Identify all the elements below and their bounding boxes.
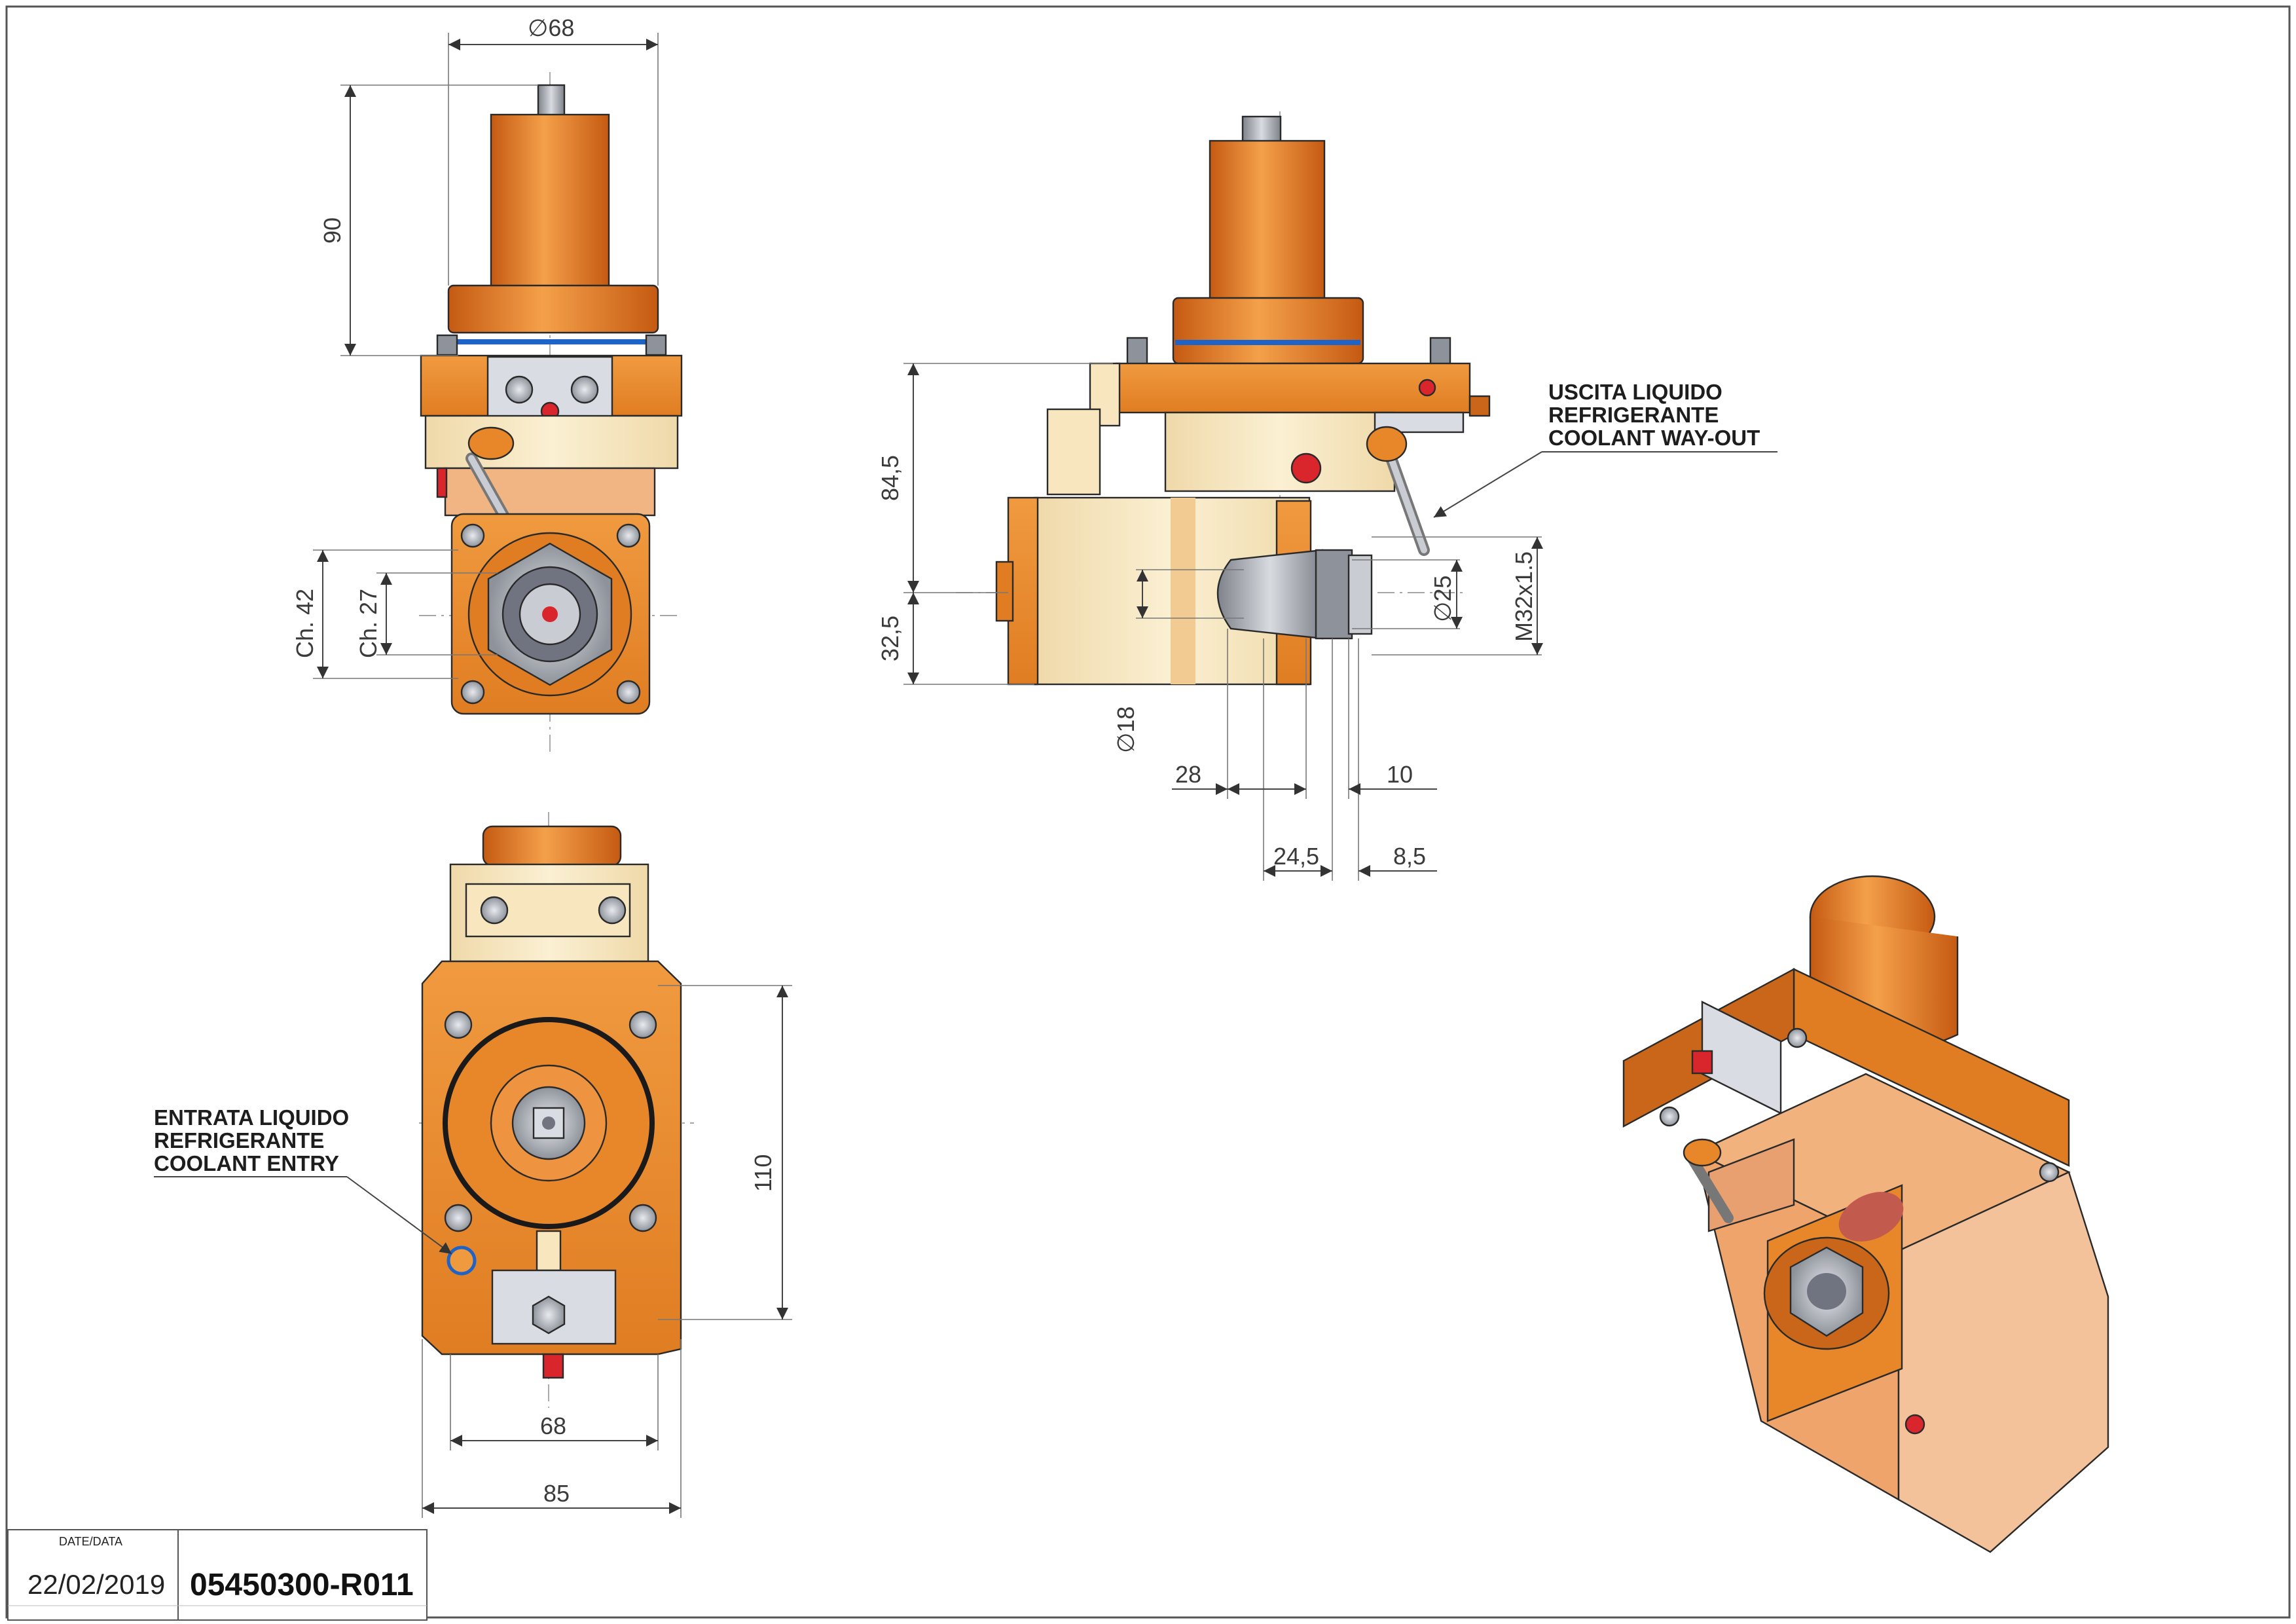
dim-dia18: ∅18: [1112, 707, 1139, 753]
title-block-date-label: DATE/DATA: [59, 1535, 122, 1548]
dim-ch27: Ch. 27: [355, 589, 382, 658]
dim-dia25: ∅25: [1429, 576, 1456, 622]
dim-85-side: 8,5: [1393, 843, 1426, 870]
note-inlet-line2: REFRIGERANTE: [154, 1128, 324, 1153]
dim-ch42: Ch. 42: [291, 589, 318, 658]
isometric-view: [1622, 875, 2109, 1553]
top-view: [313, 33, 683, 753]
title-block: [7, 1529, 428, 1621]
dim-thread: M32x1.5: [1510, 551, 1537, 642]
dim-side-845: 84,5: [877, 455, 903, 501]
note-outlet-line2: REFRIGERANTE: [1548, 403, 1719, 427]
dim-10: 10: [1387, 761, 1413, 788]
dim-front-110: 110: [750, 1154, 776, 1192]
note-inlet-line3: COOLANT ENTRY: [154, 1151, 339, 1175]
sheet-border: [5, 5, 2291, 1619]
note-outlet-line1: USCITA LIQUIDO: [1548, 380, 1722, 404]
dim-front-85: 85: [543, 1480, 570, 1507]
note-coolant-outlet: USCITA LIQUIDO REFRIGERANTE COOLANT WAY-…: [1548, 380, 1760, 450]
dim-top-height: 90: [319, 217, 346, 244]
dim-245: 24,5: [1273, 843, 1319, 870]
dim-front-68: 68: [540, 1412, 566, 1439]
note-outlet-line3: COOLANT WAY-OUT: [1548, 426, 1760, 450]
note-coolant-inlet: ENTRATA LIQUIDO REFRIGERANTE COOLANT ENT…: [154, 1105, 349, 1175]
dim-top-diameter: ∅68: [528, 14, 574, 41]
dim-28: 28: [1175, 761, 1201, 788]
side-view: [903, 111, 1777, 881]
front-view: [154, 812, 792, 1518]
note-inlet-line1: ENTRATA LIQUIDO: [154, 1105, 349, 1130]
title-block-code: 05450300-R011: [190, 1568, 414, 1602]
dim-side-325: 32,5: [877, 616, 903, 661]
title-block-date: 22/02/2019: [27, 1569, 165, 1600]
